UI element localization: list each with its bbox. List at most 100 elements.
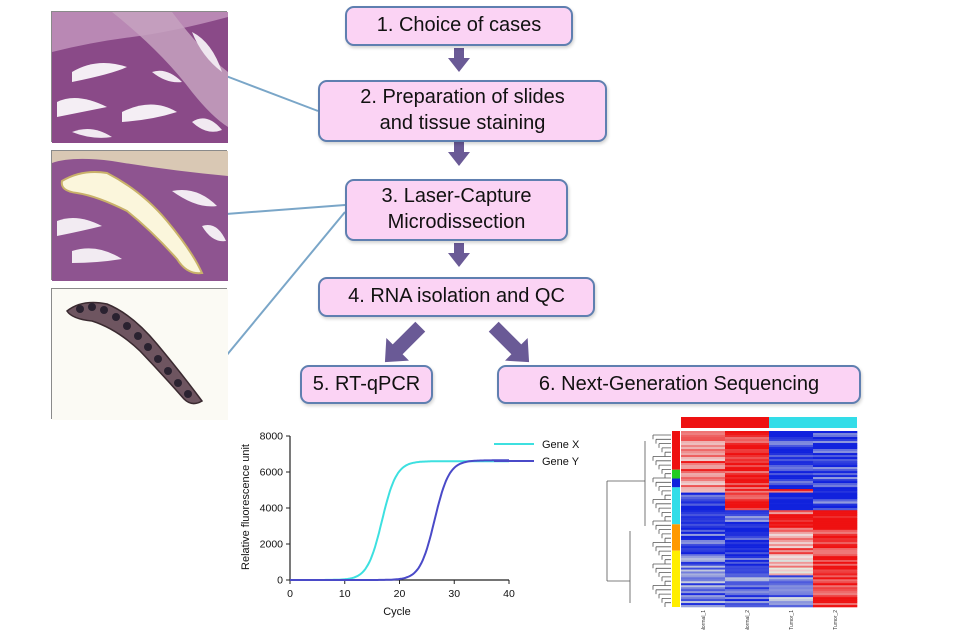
step-2-slide-preparation: 2. Preparation of slides and tissue stai… <box>318 80 607 142</box>
heatmap-cell <box>769 587 814 590</box>
heatmap-cell <box>725 544 770 547</box>
heatmap-cell <box>681 531 726 535</box>
heatmap-cell <box>681 443 726 446</box>
heatmap-cell <box>681 431 726 434</box>
heatmap-cell <box>769 492 814 496</box>
heatmap-cell <box>813 435 858 438</box>
heatmap-cell <box>725 573 770 576</box>
heatmap-cell <box>681 467 726 470</box>
heatmap-cell <box>725 605 770 608</box>
heatmap-dendrogram <box>606 434 671 607</box>
heatmap-column-group <box>681 417 725 428</box>
connector-line-lcm-lower <box>225 211 346 357</box>
heatmap-cell <box>725 449 770 452</box>
heatmap-cell <box>769 510 814 513</box>
dendrogram-branch <box>652 585 671 590</box>
heatmap-cell <box>725 518 770 521</box>
heatmap-cell <box>813 567 858 570</box>
heatmap-cell <box>769 455 814 458</box>
heatmap-cell <box>725 548 770 551</box>
heatmap-cell <box>813 481 858 484</box>
captured-tissue-fragment-image <box>51 288 228 420</box>
heatmap-cell <box>813 516 858 519</box>
heatmap-cell <box>769 585 814 588</box>
qpcr-y-tick-label: 6000 <box>260 467 284 479</box>
dendrogram-branch <box>655 481 671 487</box>
heatmap-cell <box>813 581 858 584</box>
heatmap-cell <box>769 516 814 519</box>
heatmap-cell <box>769 567 814 570</box>
heatmap-column-group <box>769 417 813 428</box>
heatmap-cell <box>769 563 814 567</box>
heatmap-cell <box>725 497 770 500</box>
heatmap-cell <box>813 490 858 493</box>
heatmap-cell <box>769 469 814 472</box>
dendrogram-branch <box>664 473 671 478</box>
heatmap-cell <box>681 565 726 568</box>
heatmap-cell <box>725 597 770 600</box>
heatmap-cell <box>813 542 858 545</box>
heatmap-cell <box>813 593 858 596</box>
heatmap-cell <box>769 497 814 500</box>
heatmap-cell <box>681 573 726 576</box>
heatmap-cell <box>681 550 726 553</box>
heatmap-cell <box>681 449 726 452</box>
heatmap-cell <box>725 512 770 515</box>
connector-line-lcm-upper <box>225 204 346 215</box>
heatmap-cell <box>769 501 814 504</box>
heatmap-cell <box>769 521 814 525</box>
heatmap-cell <box>725 552 770 555</box>
heatmap-cell <box>725 558 770 561</box>
qpcr-chart-xlabel: Cycle <box>383 606 411 618</box>
heatmap-cell <box>769 490 814 493</box>
heatmap-cell <box>725 535 770 539</box>
heatmap-cell <box>769 437 814 440</box>
dendrogram-branch <box>658 507 671 513</box>
heatmap-cell <box>681 465 726 468</box>
heatmap-cell <box>769 518 814 521</box>
heatmap-cell <box>813 459 858 462</box>
heatmap-cell <box>681 567 726 570</box>
heatmap-cell <box>769 453 814 456</box>
heatmap-cell <box>725 510 770 513</box>
heatmap-cell <box>769 579 814 582</box>
qpcr-legend-label: Gene Y <box>542 456 580 468</box>
heatmap-cell <box>813 437 858 440</box>
heatmap-cell <box>681 529 726 533</box>
heatmap-cell <box>681 481 726 484</box>
heatmap-cell <box>681 441 726 444</box>
qpcr-y-tick-label: 2000 <box>260 539 284 551</box>
heatmap-cell <box>681 539 726 543</box>
heatmap-cell <box>725 451 770 454</box>
heatmap-cell <box>813 518 858 521</box>
flow-arrow-down <box>448 142 470 166</box>
heatmap-cell <box>681 601 726 604</box>
heatmap-cell <box>725 591 770 594</box>
qpcr-legend-label: Gene X <box>542 439 580 451</box>
heatmap-cell <box>725 461 770 464</box>
heatmap-cell <box>813 477 858 480</box>
heatmap-cell <box>681 518 726 521</box>
heatmap-cell <box>813 475 858 478</box>
heatmap-cell <box>725 569 770 572</box>
heatmap-cell <box>769 485 814 488</box>
heatmap-cell <box>769 533 814 537</box>
dendrogram-branch <box>606 480 645 582</box>
heatmap-cell <box>813 561 858 565</box>
heatmap-cell <box>681 585 726 588</box>
heatmap-cell <box>813 587 858 590</box>
heatmap-cell <box>681 503 726 507</box>
heatmap-cell <box>725 559 770 563</box>
heatmap-cell <box>813 463 858 466</box>
heatmap-cell <box>813 533 858 537</box>
heatmap-cell <box>681 485 726 488</box>
heatmap-cell <box>813 519 858 523</box>
heatmap-cell <box>813 550 858 553</box>
qpcr-x-tick-label: 10 <box>339 588 351 600</box>
heatmap-column-label: Normal_1 <box>701 610 707 630</box>
heatmap-cell <box>725 492 770 496</box>
heatmap-cell <box>769 505 814 509</box>
dendrogram-branch <box>661 555 671 560</box>
dendrogram-branch <box>655 589 671 595</box>
heatmap-cell <box>813 494 858 498</box>
